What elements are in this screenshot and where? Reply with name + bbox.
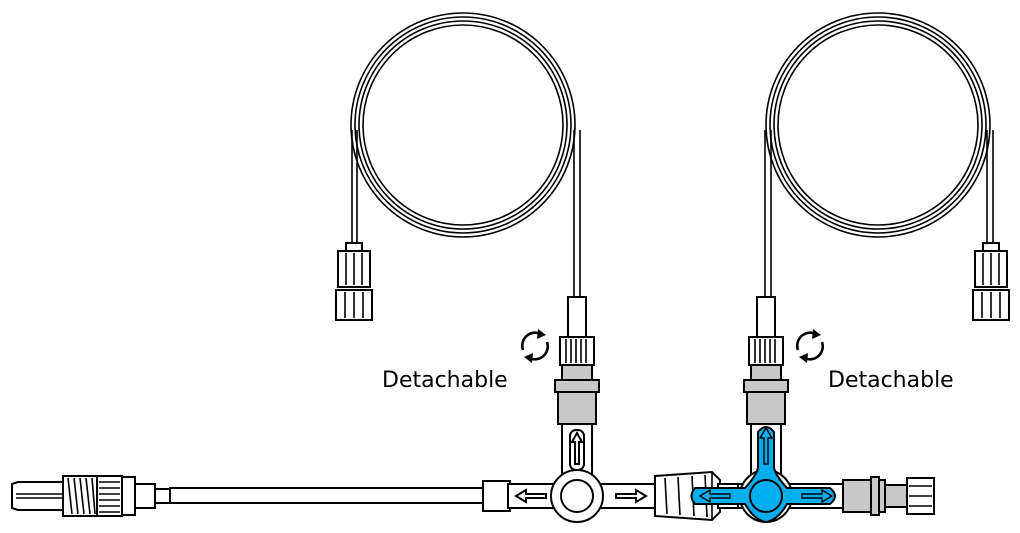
tube-fitting [482,480,511,512]
detachable-label-left: Detachable [382,368,508,393]
main-tubing [169,487,486,504]
detachable-connector-left [554,296,600,481]
coil-end-connector-left [335,242,373,321]
rotate-icon [796,329,824,363]
end-connector-right [842,476,935,516]
coiled-tubing-right [764,12,994,298]
coil-end-connector-right [972,242,1010,321]
flow-arrow-icon [758,426,774,465]
luer-lock-connector [11,475,171,517]
stopcock-left [507,469,659,523]
detachable-label-right: Detachable [828,368,954,393]
coiled-tubing-left [350,12,581,298]
stopcock-right-active [690,426,844,524]
rotate-icon [521,329,549,363]
detachable-connector-right [743,296,789,481]
